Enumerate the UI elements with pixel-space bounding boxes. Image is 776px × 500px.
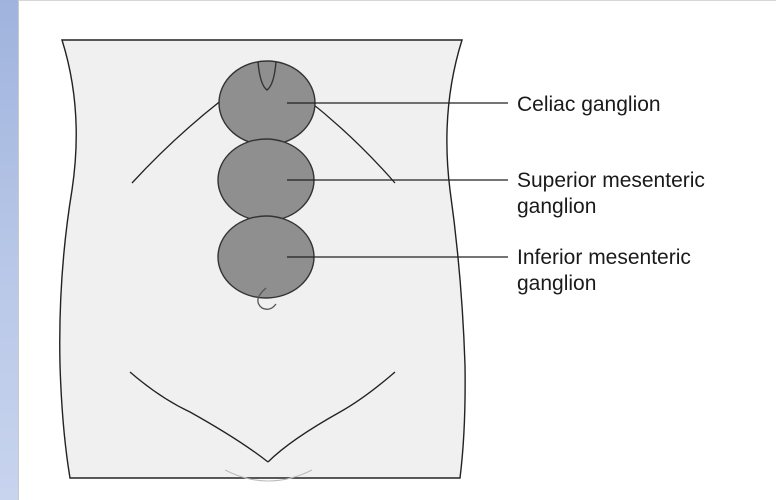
superior-label-line-2: ganglion — [517, 194, 705, 220]
superior-mesenteric-ganglion-label: Superior mesenteric ganglion — [517, 168, 705, 220]
celiac-label-line-1: Celiac ganglion — [517, 92, 661, 118]
celiac-ganglion-label: Celiac ganglion — [517, 92, 661, 118]
inferior-label-line-2: ganglion — [517, 271, 691, 297]
inferior-label-line-1: Inferior mesenteric — [517, 245, 691, 271]
superior-label-line-1: Superior mesenteric — [517, 168, 705, 194]
inferior-mesenteric-ganglion-label: Inferior mesenteric ganglion — [517, 245, 691, 297]
